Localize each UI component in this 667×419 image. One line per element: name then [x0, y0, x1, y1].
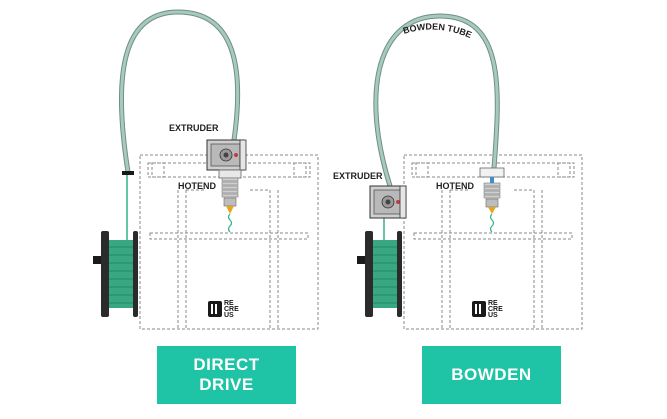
brand-text-line-2: CRE: [488, 306, 503, 313]
filament-spool: [357, 231, 402, 317]
extruder-unit: [206, 139, 247, 171]
extruder-unit: [369, 185, 407, 219]
brand-text-line-1: RE: [224, 300, 234, 307]
brand-text-line-1: RE: [488, 300, 498, 307]
brand-logo: RE CRE US: [472, 300, 503, 319]
brand-logo: RE CRE US: [208, 300, 239, 319]
hotend-label: HOTEND: [178, 181, 217, 191]
hotend-unit: [479, 167, 505, 233]
caption-line-1: BOWDEN: [451, 365, 532, 384]
hotend-unit: [218, 169, 242, 233]
extruded-filament: [489, 213, 495, 233]
caption-line-2: DRIVE: [199, 375, 254, 394]
hotend-label: HOTEND: [436, 181, 475, 191]
bowden-panel: BOWDEN TUBE: [333, 13, 583, 330]
caption-line-1: DIRECT: [193, 355, 260, 374]
brand-text-line-2: CRE: [224, 306, 239, 313]
bowden-caption: BOWDEN: [422, 346, 561, 404]
brand-text-line-3: US: [224, 312, 234, 319]
tube-clip: [122, 171, 134, 175]
direct-drive-panel: EXTRUDER HOTEND RE CRE US: [93, 9, 319, 330]
direct-drive-caption: DIRECT DRIVE: [157, 346, 296, 404]
extruded-filament: [227, 213, 233, 233]
printer-frame: [139, 154, 319, 330]
extruder-label: EXTRUDER: [333, 171, 383, 181]
bowden-tube: [373, 13, 500, 187]
bowden-tube-label: BOWDEN TUBE: [402, 21, 473, 40]
extruder-label: EXTRUDER: [169, 123, 219, 133]
filament-spool: [93, 231, 138, 317]
brand-text-line-3: US: [488, 312, 498, 319]
